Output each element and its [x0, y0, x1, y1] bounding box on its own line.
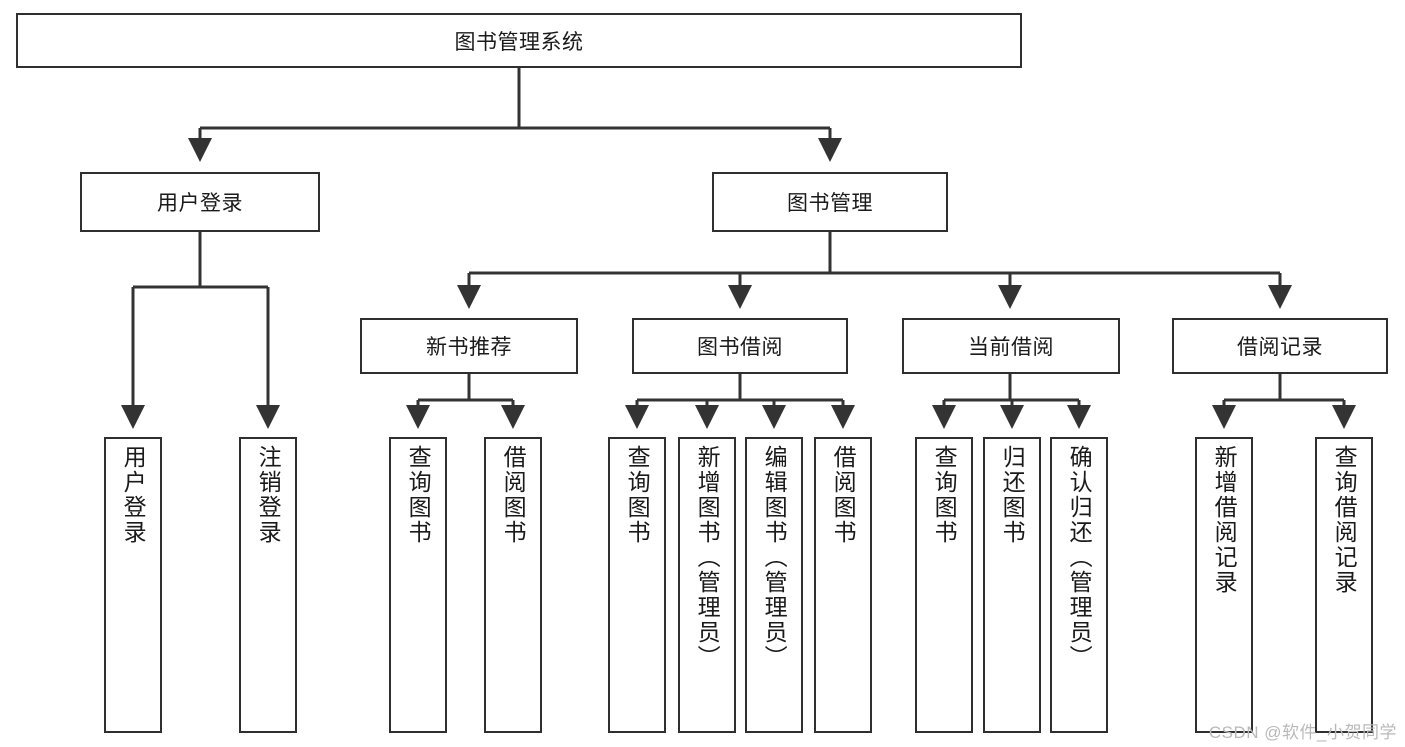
node-borrow-record[interactable]: 借阅记录 [1172, 318, 1388, 374]
leaf-return-book[interactable]: 归还图书 [983, 437, 1041, 733]
leaf-query-book-borrow[interactable]: 查询图书 [608, 437, 666, 733]
leaf-borrow-book-recommend[interactable]: 借阅图书 [484, 437, 542, 733]
node-label: 注销登录 [255, 445, 282, 545]
node-label: 图书借阅 [697, 336, 783, 359]
node-label: 查询图书 [931, 445, 958, 545]
node-label: 新增借阅记录 [1211, 445, 1238, 595]
leaf-query-book-recommend[interactable]: 查询图书 [389, 437, 447, 733]
node-label: 当前借阅 [968, 336, 1054, 359]
node-label: 新书推荐 [426, 336, 512, 359]
node-label: 图书管理系统 [454, 30, 584, 54]
leaf-user-login[interactable]: 用户登录 [104, 437, 162, 733]
node-label: 借阅图书 [830, 445, 857, 545]
node-root-system[interactable]: 图书管理系统 [16, 13, 1022, 68]
node-label: 查询图书 [624, 445, 651, 545]
node-label: 用户登录 [120, 445, 147, 545]
node-label: 查询借阅记录 [1331, 445, 1358, 595]
node-new-book-recommend[interactable]: 新书推荐 [360, 318, 578, 374]
node-book-management[interactable]: 图书管理 [712, 172, 948, 232]
node-label: 确认归还（管理员） [1066, 445, 1093, 670]
node-label: 借阅记录 [1237, 336, 1323, 359]
node-current-borrow[interactable]: 当前借阅 [902, 318, 1120, 374]
leaf-query-book-current[interactable]: 查询图书 [915, 437, 973, 733]
csdn-watermark: CSDN @软件_小贺同学 [1208, 723, 1397, 742]
node-label: 借阅图书 [500, 445, 527, 545]
leaf-query-borrow-record[interactable]: 查询借阅记录 [1315, 437, 1373, 733]
node-label: 新增图书（管理员） [694, 445, 721, 670]
node-label: 用户登录 [157, 192, 243, 215]
leaf-borrow-book-borrow[interactable]: 借阅图书 [814, 437, 872, 733]
leaf-user-logout[interactable]: 注销登录 [239, 437, 297, 733]
node-user-login[interactable]: 用户登录 [80, 172, 320, 232]
leaf-add-book-admin[interactable]: 新增图书（管理员） [678, 437, 736, 733]
node-label: 归还图书 [999, 445, 1026, 545]
leaf-edit-book-admin[interactable]: 编辑图书（管理员） [745, 437, 803, 733]
leaf-add-borrow-record[interactable]: 新增借阅记录 [1195, 437, 1253, 733]
node-label: 查询图书 [405, 445, 432, 545]
node-book-borrow[interactable]: 图书借阅 [632, 318, 848, 374]
leaf-confirm-return-admin[interactable]: 确认归还（管理员） [1050, 437, 1108, 733]
node-label: 编辑图书（管理员） [761, 445, 788, 670]
node-label: 图书管理 [787, 192, 873, 215]
